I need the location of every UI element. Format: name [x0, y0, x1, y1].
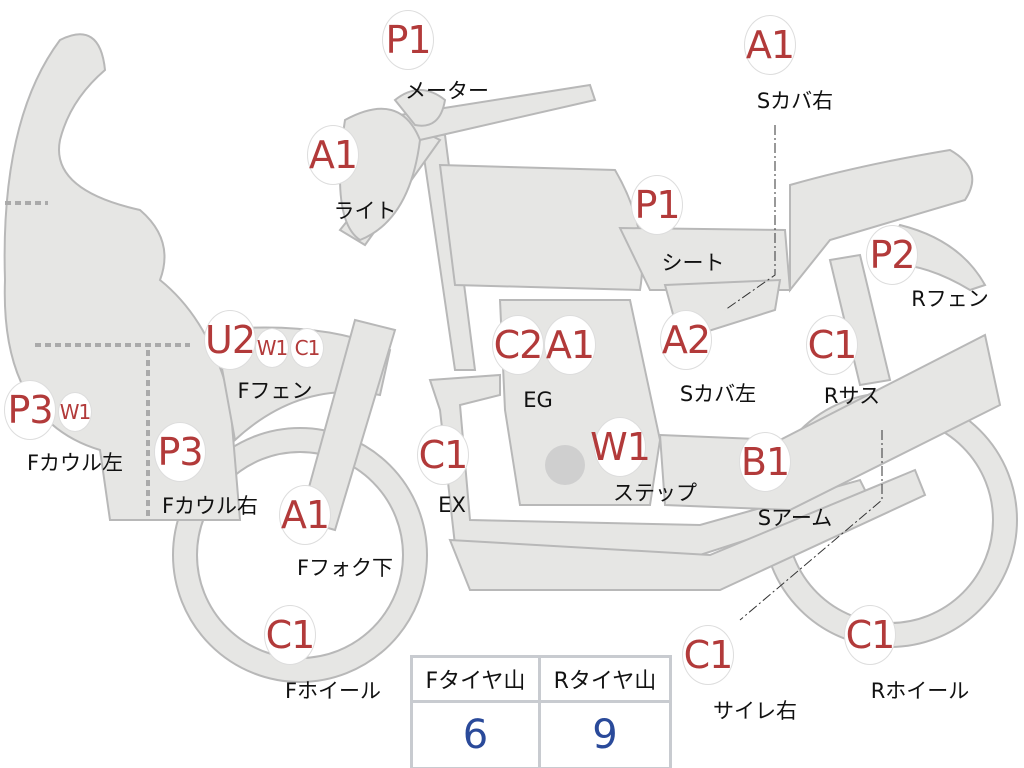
damage-marker[interactable]: P1 [382, 10, 434, 70]
part-label-engine: EG [523, 388, 553, 412]
part-label-exhaust: EX [438, 493, 466, 517]
exhaust-2 [448, 468, 927, 591]
part-label-seat: シート [661, 251, 725, 275]
damage-marker[interactable]: C1 [290, 328, 324, 368]
damage-marker[interactable]: P1 [631, 175, 683, 235]
damage-marker[interactable]: C2 [492, 315, 544, 375]
damage-marker[interactable]: A1 [744, 15, 796, 75]
part-label-front-wheel: Fホイール [284, 679, 382, 703]
part-label-rear-fender: Rフェン [911, 287, 989, 311]
part-label-front-fork-lower: Fフォク下 [296, 556, 394, 580]
damage-marker[interactable]: P3 [154, 422, 206, 482]
damage-marker[interactable]: W1 [58, 392, 92, 432]
part-label-rear-wheel: Rホイール [870, 679, 970, 703]
damage-marker[interactable]: B1 [739, 432, 791, 492]
tail [789, 148, 974, 293]
damage-marker[interactable]: U2 [204, 310, 256, 370]
damage-marker[interactable]: P2 [866, 225, 918, 285]
meter [393, 89, 447, 127]
part-label-light: ライト [333, 199, 397, 223]
damage-marker[interactable]: A1 [307, 125, 359, 185]
damage-marker[interactable]: A2 [660, 310, 712, 370]
engine-cover [545, 445, 585, 485]
part-label-front-cowl-right: Fカウル右 [161, 494, 259, 518]
part-label-rear-suspension: Rサス [823, 384, 881, 408]
front-tire-header: Fタイヤ山 [410, 655, 541, 703]
tire-tread-table: Fタイヤ山 Rタイヤ山 6 9 [410, 655, 673, 768]
part-label-swing-arm: Sアーム [757, 506, 833, 530]
damage-marker[interactable]: P3 [4, 380, 56, 440]
fuel-tank [438, 163, 644, 292]
damage-marker[interactable]: C1 [417, 425, 469, 485]
part-label-side-cover-right: Sカバ右 [756, 89, 834, 113]
front-fork [298, 318, 397, 532]
damage-marker[interactable]: W1 [255, 328, 289, 368]
part-label-meter: メーター [405, 79, 489, 103]
damage-marker[interactable]: C1 [806, 315, 858, 375]
part-label-silencer-right: サイレ右 [713, 699, 797, 723]
damage-marker[interactable]: W1 [590, 417, 651, 477]
part-label-step: ステップ [613, 481, 697, 505]
rear-tire-header: Rタイヤ山 [537, 655, 673, 703]
part-label-side-cover-left: Sカバ左 [679, 382, 757, 406]
front-tire-value: 6 [410, 700, 541, 768]
damage-marker[interactable]: C1 [682, 625, 734, 685]
part-label-front-cowl-left: Fカウル左 [26, 451, 124, 475]
damage-marker[interactable]: A1 [544, 315, 596, 375]
damage-marker[interactable]: A1 [279, 485, 331, 545]
rear-tire-value: 9 [537, 700, 673, 768]
part-label-front-fender: Fフェン [237, 379, 313, 403]
damage-marker[interactable]: C1 [264, 605, 316, 665]
damage-marker[interactable]: C1 [844, 605, 896, 665]
headlight [339, 107, 422, 242]
